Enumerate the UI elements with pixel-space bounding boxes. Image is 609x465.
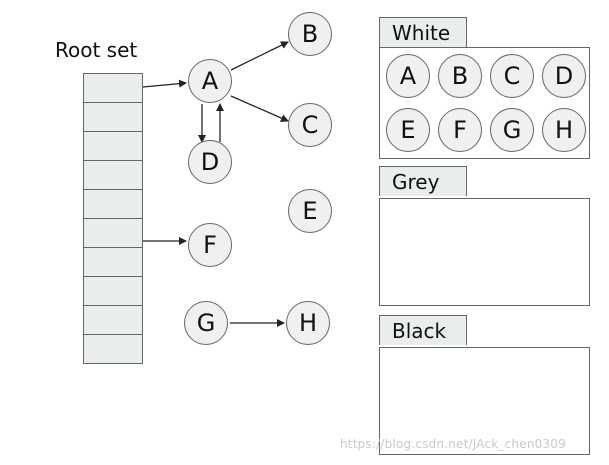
node-f: F <box>188 223 232 267</box>
white-panel: A B C D E F G H <box>379 47 590 159</box>
root-set-cell <box>83 218 143 248</box>
white-panel-tab: White <box>379 17 467 47</box>
node-a: A <box>188 59 232 103</box>
white-node-g: G <box>490 108 534 152</box>
white-node-b: B <box>438 54 482 98</box>
edge-a-to-b <box>230 41 289 71</box>
node-e: E <box>288 189 332 233</box>
white-node-c: C <box>490 54 534 98</box>
black-panel <box>379 347 590 455</box>
edge-root-to-a <box>142 79 187 88</box>
white-node-e: E <box>386 108 430 152</box>
root-set-stack <box>83 73 143 364</box>
black-panel-tab: Black <box>379 315 467 345</box>
root-set-cell <box>83 247 143 277</box>
node-d: D <box>188 140 232 184</box>
white-node-d: D <box>542 54 586 98</box>
root-set-cell <box>83 334 143 364</box>
node-h: H <box>286 301 330 345</box>
edge-a-to-c <box>230 95 289 122</box>
white-node-f: F <box>438 108 482 152</box>
node-b: B <box>288 12 332 56</box>
root-set-cell <box>83 131 143 161</box>
node-g: G <box>184 301 228 345</box>
root-set-cell <box>83 305 143 335</box>
grey-panel-tab: Grey <box>379 166 467 196</box>
root-set-cell <box>83 160 143 190</box>
white-node-a: A <box>386 54 430 98</box>
root-set-label: Root set <box>55 38 138 62</box>
grey-panel <box>379 198 590 306</box>
root-set-cell <box>83 73 143 103</box>
node-c: C <box>288 103 332 147</box>
white-node-h: H <box>542 108 586 152</box>
watermark: https://blog.csdn.net/JAck_chen0309 <box>340 437 566 451</box>
